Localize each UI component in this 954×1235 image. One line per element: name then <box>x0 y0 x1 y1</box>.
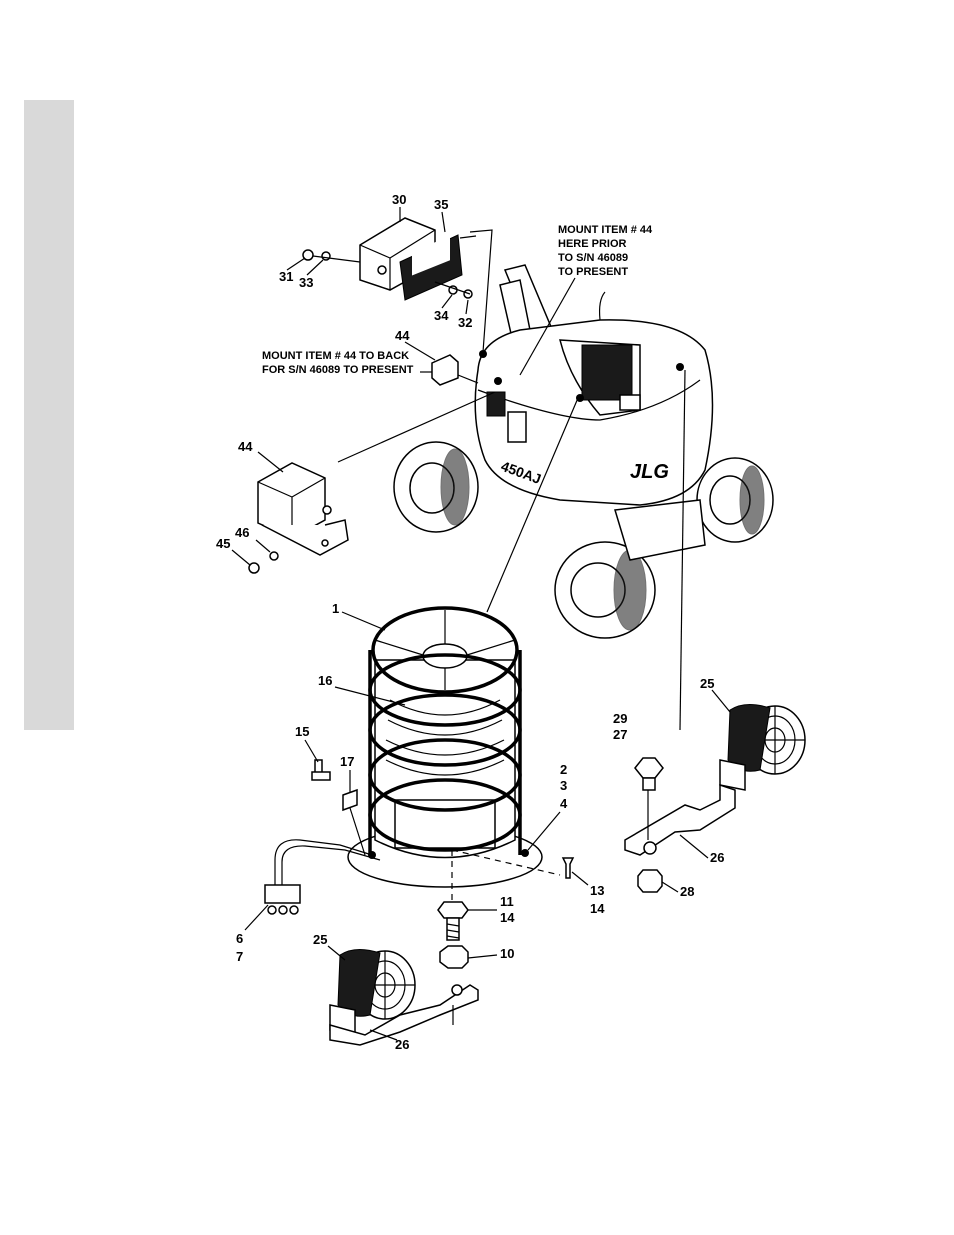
callout-3: 3 <box>560 778 567 793</box>
callout-15: 15 <box>295 724 309 739</box>
callout-35: 35 <box>434 197 448 212</box>
callout-34: 34 <box>434 308 449 323</box>
callout-16: 16 <box>318 673 332 688</box>
callout-29: 29 <box>613 711 627 726</box>
callout-1: 1 <box>332 601 339 616</box>
callout-10: 10 <box>500 946 514 961</box>
callout-44-top: 44 <box>395 328 410 343</box>
note-mount-back: MOUNT ITEM # 44 TO BACK FOR S/N 46089 TO… <box>262 350 414 376</box>
callout-30: 30 <box>392 192 406 207</box>
callout-31: 31 <box>279 269 293 284</box>
callout-14-bolt: 14 <box>500 910 515 925</box>
callout-14-screw: 14 <box>590 901 605 916</box>
callout-25-right: 25 <box>700 676 714 691</box>
wheel-rear-left <box>394 442 478 532</box>
callout-2: 2 <box>560 762 567 777</box>
callout-11: 11 <box>500 894 514 909</box>
svg-text:TO S/N 46089: TO S/N 46089 <box>558 252 628 264</box>
callout-25-left: 25 <box>313 932 327 947</box>
callout-33: 33 <box>299 275 313 290</box>
callout-6: 6 <box>236 931 243 946</box>
callout-26-left: 26 <box>395 1037 409 1052</box>
callout-45: 45 <box>216 536 230 551</box>
callout-4: 4 <box>560 796 568 811</box>
callout-32: 32 <box>458 315 472 330</box>
callout-44-detail: 44 <box>238 439 253 454</box>
callout-13: 13 <box>590 883 604 898</box>
svg-text:MOUNT ITEM # 44 TO BACK: MOUNT ITEM # 44 TO BACK <box>262 350 409 362</box>
callout-17: 17 <box>340 754 354 769</box>
callout-26-right: 26 <box>710 850 724 865</box>
svg-text:HERE PRIOR: HERE PRIOR <box>558 238 627 250</box>
callout-numbers: 30 35 31 33 34 32 44 44 46 45 1 16 15 17… <box>216 192 724 1052</box>
machine-illustration: JLG 450AJ <box>394 265 773 638</box>
svg-text:MOUNT ITEM # 44: MOUNT ITEM # 44 <box>558 224 653 236</box>
callout-7: 7 <box>236 949 243 964</box>
callout-28: 28 <box>680 884 694 899</box>
brand-label: JLG <box>630 461 669 483</box>
wheel-rear-right <box>697 458 773 542</box>
callout-27: 27 <box>613 727 627 742</box>
svg-text:TO PRESENT: TO PRESENT <box>558 266 628 278</box>
callout-46: 46 <box>235 525 249 540</box>
svg-text:FOR S/N 46089 TO PRESENT: FOR S/N 46089 TO PRESENT <box>262 364 414 376</box>
